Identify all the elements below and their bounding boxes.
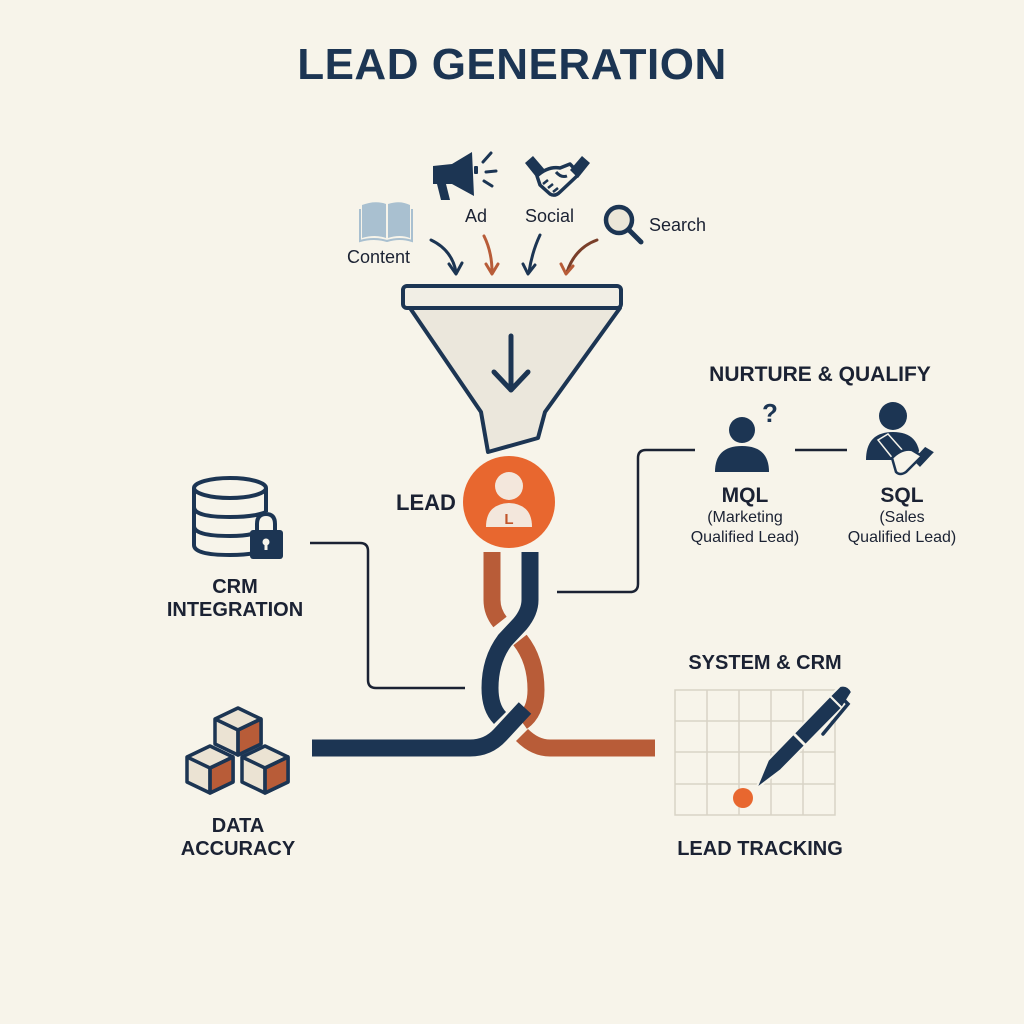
lock-icon xyxy=(250,511,283,559)
open-book-icon xyxy=(359,202,413,243)
lead-tracking-caption: LEAD TRACKING xyxy=(677,838,843,860)
lead-flow-twist xyxy=(312,552,655,757)
mql-person-icon xyxy=(715,417,769,472)
cubes-icon xyxy=(185,706,290,795)
data-accuracy-line2: ACCURACY xyxy=(180,838,296,860)
crm-label-line2: INTEGRATION xyxy=(166,599,304,621)
system-crm-heading: SYSTEM & CRM xyxy=(688,652,842,674)
source-label-social: Social xyxy=(525,206,575,226)
pen-icon xyxy=(753,684,854,793)
mql-abbr: MQL xyxy=(721,484,769,507)
data-accuracy-line1: DATA xyxy=(211,815,265,837)
page-title: LEAD GENERATION xyxy=(297,40,727,89)
megaphone-icon xyxy=(433,151,498,200)
question-mark-icon: ? xyxy=(762,398,778,428)
sql-abbr: SQL xyxy=(880,484,924,507)
source-label-content: Content xyxy=(347,247,411,267)
source-arrows xyxy=(429,233,599,276)
down-arrow-icon xyxy=(491,333,531,393)
handshake-icon xyxy=(525,156,590,197)
magnifier-icon xyxy=(603,204,644,245)
sql-desc-line2: Qualified Lead) xyxy=(847,529,957,546)
sql-desc-line1: (Sales xyxy=(879,509,925,526)
tracking-grid xyxy=(674,689,836,816)
nurture-heading: NURTURE & QUALIFY xyxy=(709,363,931,386)
crm-label-line1: CRM xyxy=(212,576,258,598)
tracking-point xyxy=(733,788,753,808)
lead-user-icon xyxy=(463,456,555,548)
funnel-icon xyxy=(401,284,623,454)
lead-label: LEAD xyxy=(396,490,456,515)
source-label-ad: Ad xyxy=(465,206,488,226)
sql-handshake-person-icon xyxy=(866,402,937,476)
source-label-search: Search xyxy=(649,215,707,235)
mql-desc-line1: (Marketing xyxy=(707,509,783,526)
crm-connector-line xyxy=(310,541,465,690)
nurture-connector-line xyxy=(557,448,695,594)
lead-badge-letter: L xyxy=(504,511,513,528)
mql-desc-line2: Qualified Lead) xyxy=(690,529,800,546)
